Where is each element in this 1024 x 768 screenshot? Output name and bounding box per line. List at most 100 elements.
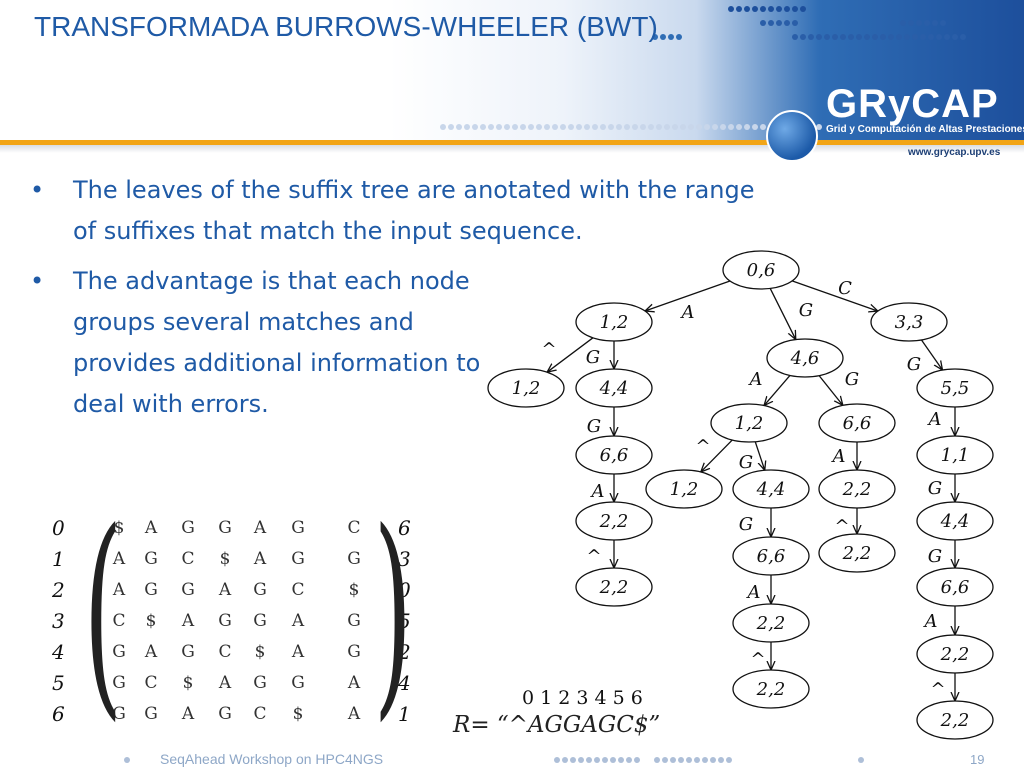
decor-dot [576,124,582,130]
decor-dot [920,34,926,40]
tree-node-label: 2,2 [599,511,629,532]
decor-dot [760,124,766,130]
bullet-icon: • [30,267,45,295]
tree-node-label: 6,6 [600,445,629,466]
tree-node-label: 1,2 [512,378,541,399]
tree-node-label: 0,6 [747,260,776,281]
tree-edge-label: G [739,514,753,535]
decor-dot [808,34,814,40]
matrix-cell: G [218,704,232,724]
bullet-item: • The leaves of the suffix tree are anot… [30,170,763,252]
decor-dot [496,124,502,130]
decor-dot [480,124,486,130]
tree-node [916,501,994,541]
matrix-row-index: 4 [52,640,65,664]
bullet-text: The advantage is that each node groups s… [73,267,481,418]
tree-edge [701,439,733,472]
decor-dot [702,757,708,763]
decor-dot [678,757,684,763]
tree-node-label: 4,6 [790,348,820,369]
tree-node-label: 2,2 [756,679,786,700]
matrix-cell: G [112,704,126,724]
decor-dot [568,124,574,130]
tree-edge-label: A [748,369,763,390]
tree-edge-label: C [838,278,852,299]
matrix-cell: A [218,673,232,693]
tree-edge-label: ^ [834,516,849,537]
decor-dot [900,20,906,26]
tree-edge-label: ^ [695,436,710,457]
decor-dot [578,757,584,763]
matrix-suffix-index: 0 [398,578,411,602]
tree-edge-label: G [799,300,813,321]
matrix-cell: $ [348,580,360,600]
globe-icon [766,110,818,162]
decor-dot [712,124,718,130]
tree-edge-label: G [928,546,942,567]
decor-dot [660,34,666,40]
tree-edge-label: A [746,582,761,603]
matrix-cell: C [181,549,195,569]
decor-dot [816,34,822,40]
decor-dot [672,124,678,130]
matrix-suffix-index: 1 [398,702,411,726]
tree-node [710,403,788,443]
decor-dot [664,124,670,130]
tree-node-label: 2,2 [842,479,872,500]
decor-dot [632,124,638,130]
decor-dot [456,124,462,130]
decor-dot [912,34,918,40]
footer-dot-icon [858,757,864,763]
decor-dot [592,124,598,130]
decor-dot [662,757,668,763]
decor-dot [792,34,798,40]
matrix-cell: $ [292,704,304,724]
matrix-cell: A [291,642,305,662]
tree-node-label: 2,2 [842,543,872,564]
decor-dot [960,34,966,40]
page-number: 19 [970,752,985,767]
decor-dot [840,34,846,40]
matrix-cell: G [181,518,195,538]
matrix-cell: A [253,549,267,569]
decor-dot [904,34,910,40]
decor-dot [624,124,630,130]
slide-title: TRANSFORMADA BURROWS-WHEELER (BWT) [34,11,658,42]
tree-node-label: 5,5 [941,378,970,399]
matrix-cell: A [181,611,195,631]
decor-dot [570,757,576,763]
tree-node [575,501,653,541]
logo-subtitle: Grid y Computación de Altas Prestaciones [826,124,1024,135]
decor-dot [464,124,470,130]
bullet-text: The leaves of the suffix tree are anotat… [73,176,755,245]
decor-dot [760,6,766,12]
matrix-suffix-index: 3 [398,547,411,571]
decor-dot [488,124,494,130]
decor-dot [720,124,726,130]
matrix-suffix-index: 2 [398,640,411,664]
tree-node-label: 4,4 [756,479,786,500]
tree-edge [818,375,843,406]
tree-edge-label: A [927,409,942,430]
matrix-cell: C [144,673,158,693]
decor-dot [736,124,742,130]
decor-dot [710,757,716,763]
tree-node [916,435,994,475]
tree-node [645,469,723,509]
tree-node [916,700,994,740]
decor-dot [940,20,946,26]
tree-node-label: 6,6 [757,546,786,567]
tree-edge-label: G [845,369,859,390]
matrix-cell: $ [254,642,266,662]
tree-edge [547,337,594,372]
tree-node-label: 6,6 [843,413,872,434]
tree-edge-label: G [586,347,600,368]
decor-dot [824,34,830,40]
tree-edge-label: A [590,481,605,502]
tree-node [575,567,653,607]
matrix-cell: G [181,580,195,600]
tree-edge [791,280,878,311]
tree-edge-label: ^ [930,679,945,700]
decor-dot [504,124,510,130]
tree-node [870,302,948,342]
